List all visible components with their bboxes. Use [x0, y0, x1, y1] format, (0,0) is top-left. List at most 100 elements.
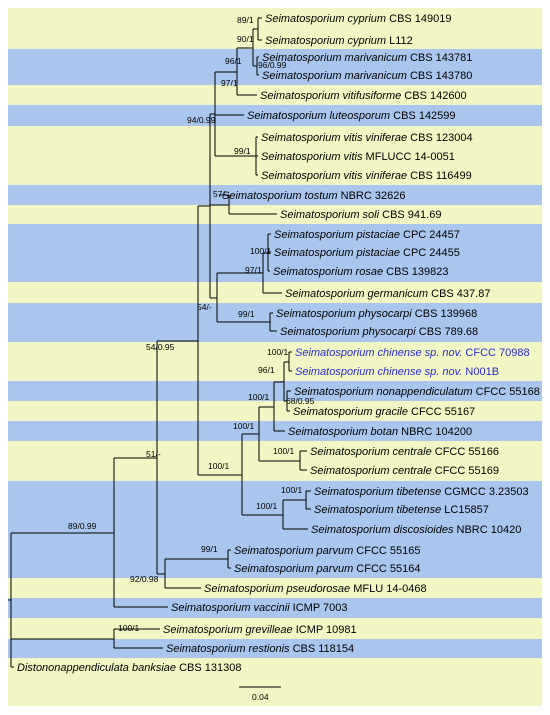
- band-green: [8, 658, 542, 678]
- band-green: [8, 362, 542, 381]
- band-blue: [8, 519, 542, 540]
- support-value: 57/-: [213, 189, 228, 199]
- taxon-label-t34: Distononappendiculata banksiae CBS 13130…: [17, 662, 241, 674]
- taxon-label-t30: Seimatosporium pseudorosae MFLU 14-0468: [204, 583, 427, 595]
- taxon-label-t31: Seimatosporium vaccinii ICMP 7003: [171, 602, 348, 614]
- taxon-label-t27: Seimatosporium discosioides NBRC 10420: [311, 524, 521, 536]
- support-value: 90/1: [237, 34, 254, 44]
- taxon-label-t28: Seimatosporium parvum CFCC 55165: [234, 545, 421, 557]
- taxon-label-t26: Seimatosporium tibetense LC15857: [314, 504, 489, 516]
- band-green: [8, 342, 542, 362]
- taxon-label-t7: Seimatosporium vitis viniferae CBS 12300…: [261, 132, 473, 144]
- taxon-label-t12: Seimatosporium pistaciae CPC 24457: [274, 229, 460, 241]
- taxon-label-t18: Seimatosporium chinense sp. nov. CFCC 70…: [295, 347, 530, 359]
- band-blue: [8, 639, 542, 658]
- support-value: 100/1: [208, 461, 230, 471]
- taxon-label-t2: Seimatosporium cyprium L112: [265, 35, 413, 47]
- taxon-label-t32: Seimatosporium grevilleae ICMP 10981: [163, 624, 357, 636]
- band-green: [8, 166, 542, 185]
- support-value: 54/-: [197, 302, 212, 312]
- taxon-label-t20: Seimatosporium nonappendiculatum CFCC 55…: [294, 386, 540, 398]
- band-green: [8, 401, 542, 421]
- taxon-label-t11: Seimatosporium soli CBS 941.69: [280, 209, 441, 221]
- taxon-label-t19: Seimatosporium chinense sp. nov. N001B: [295, 366, 499, 378]
- support-value: 51/-: [146, 449, 161, 459]
- taxon-label-t8: Seimatosporium vitis MFLUCC 14-0051: [261, 151, 455, 163]
- support-value: 100/1: [233, 421, 255, 431]
- band-green: [8, 441, 542, 461]
- taxon-label-t14: Seimatosporium rosae CBS 139823: [273, 266, 449, 278]
- band-blue: [8, 481, 542, 500]
- support-value: 100/1: [267, 347, 289, 357]
- band-blue: [8, 49, 542, 66]
- band-blue: [8, 262, 542, 282]
- taxon-label-t24: Seimatosporium centrale CFCC 55169: [310, 465, 499, 477]
- band-green: [8, 461, 542, 481]
- taxon-label-t4: Seimatosporium marivanicum CBS 143780: [262, 70, 472, 82]
- support-value: 97/1: [221, 78, 238, 88]
- support-value: 100/1: [273, 446, 295, 456]
- taxon-label-t13: Seimatosporium pistaciae CPC 24455: [274, 247, 460, 259]
- support-value: 99/1: [238, 309, 255, 319]
- taxon-label-t29: Seimatosporium parvum CFCC 55164: [234, 563, 421, 575]
- support-values: 89/1 90/1 96/1 96/0.99 97/1 99/1 94/0.99 57/- 10…: [68, 15, 315, 633]
- taxon-label-t6: Seimatosporium luteosporum CBS 142599: [247, 110, 456, 122]
- band-blue: [8, 322, 542, 342]
- support-value: 100/1: [118, 623, 140, 633]
- band-blue: [8, 105, 542, 126]
- band-blue: [8, 381, 542, 401]
- band-blue: [8, 540, 542, 559]
- support-value: 92/0.98: [130, 574, 159, 584]
- band-green: [8, 618, 542, 639]
- taxon-labels: Seimatosporium cyprium CBS 149019Seimato…: [17, 13, 540, 674]
- support-value: 100/1: [281, 485, 303, 495]
- taxon-label-t3: Seimatosporium marivanicum CBS 143781: [262, 52, 472, 64]
- clade-bands: [8, 8, 542, 706]
- support-value: 97/1: [245, 265, 262, 275]
- taxon-label-t1: Seimatosporium cyprium CBS 149019: [265, 13, 452, 25]
- taxon-label-t25: Seimatosporium tibetense CGMCC 3.23503: [314, 486, 529, 498]
- band-blue: [8, 303, 542, 322]
- support-value: 96/1: [225, 56, 242, 66]
- support-value: 100/1: [248, 392, 270, 402]
- band-green: [8, 85, 542, 105]
- taxon-label-t33: Seimatosporium restionis CBS 118154: [166, 643, 354, 655]
- support-value: 100/1: [256, 501, 278, 511]
- support-value: 99/1: [234, 146, 251, 156]
- support-value: 68/0.95: [286, 396, 315, 406]
- band-green: [8, 578, 542, 598]
- band-blue: [8, 224, 542, 243]
- band-green: [8, 678, 542, 706]
- band-blue: [8, 243, 542, 262]
- band-blue: [8, 66, 542, 85]
- taxon-label-t10: Seimatosporium tostum NBRC 32626: [222, 190, 405, 202]
- support-value: 54/0.95: [146, 342, 175, 352]
- scale-bar: 0.04: [239, 686, 281, 702]
- taxon-label-t22: Seimatosporium botan NBRC 104200: [288, 426, 472, 438]
- taxon-label-t17: Seimatosporium physocarpi CBS 789.68: [280, 326, 478, 338]
- support-value: 89/0.99: [68, 521, 97, 531]
- support-value: 94/0.99: [187, 115, 216, 125]
- band-blue: [8, 500, 542, 519]
- taxon-label-t23: Seimatosporium centrale CFCC 55166: [310, 446, 499, 458]
- taxon-label-t21: Seimatosporium gracile CFCC 55167: [293, 406, 475, 418]
- taxon-label-t15: Seimatosporium germanicum CBS 437.87: [285, 288, 490, 300]
- band-blue: [8, 185, 542, 205]
- band-green: [8, 29, 542, 49]
- band-blue: [8, 559, 542, 578]
- support-value: 96/1: [258, 365, 275, 375]
- tree-branches: [8, 17, 311, 668]
- band-green: [8, 147, 542, 166]
- scale-bar-label: 0.04: [252, 692, 269, 702]
- support-value: 100/1: [250, 246, 272, 256]
- support-value: 99/1: [201, 544, 218, 554]
- band-blue: [8, 598, 542, 618]
- taxon-label-t9: Seimatosporium vitis viniferae CBS 11649…: [261, 170, 472, 182]
- band-green: [8, 126, 542, 147]
- taxon-label-t5: Seimatosporium vitifusiforme CBS 142600: [260, 90, 467, 102]
- support-value: 89/1: [237, 15, 254, 25]
- support-value: 96/0.99: [258, 60, 287, 70]
- band-green: [8, 8, 542, 29]
